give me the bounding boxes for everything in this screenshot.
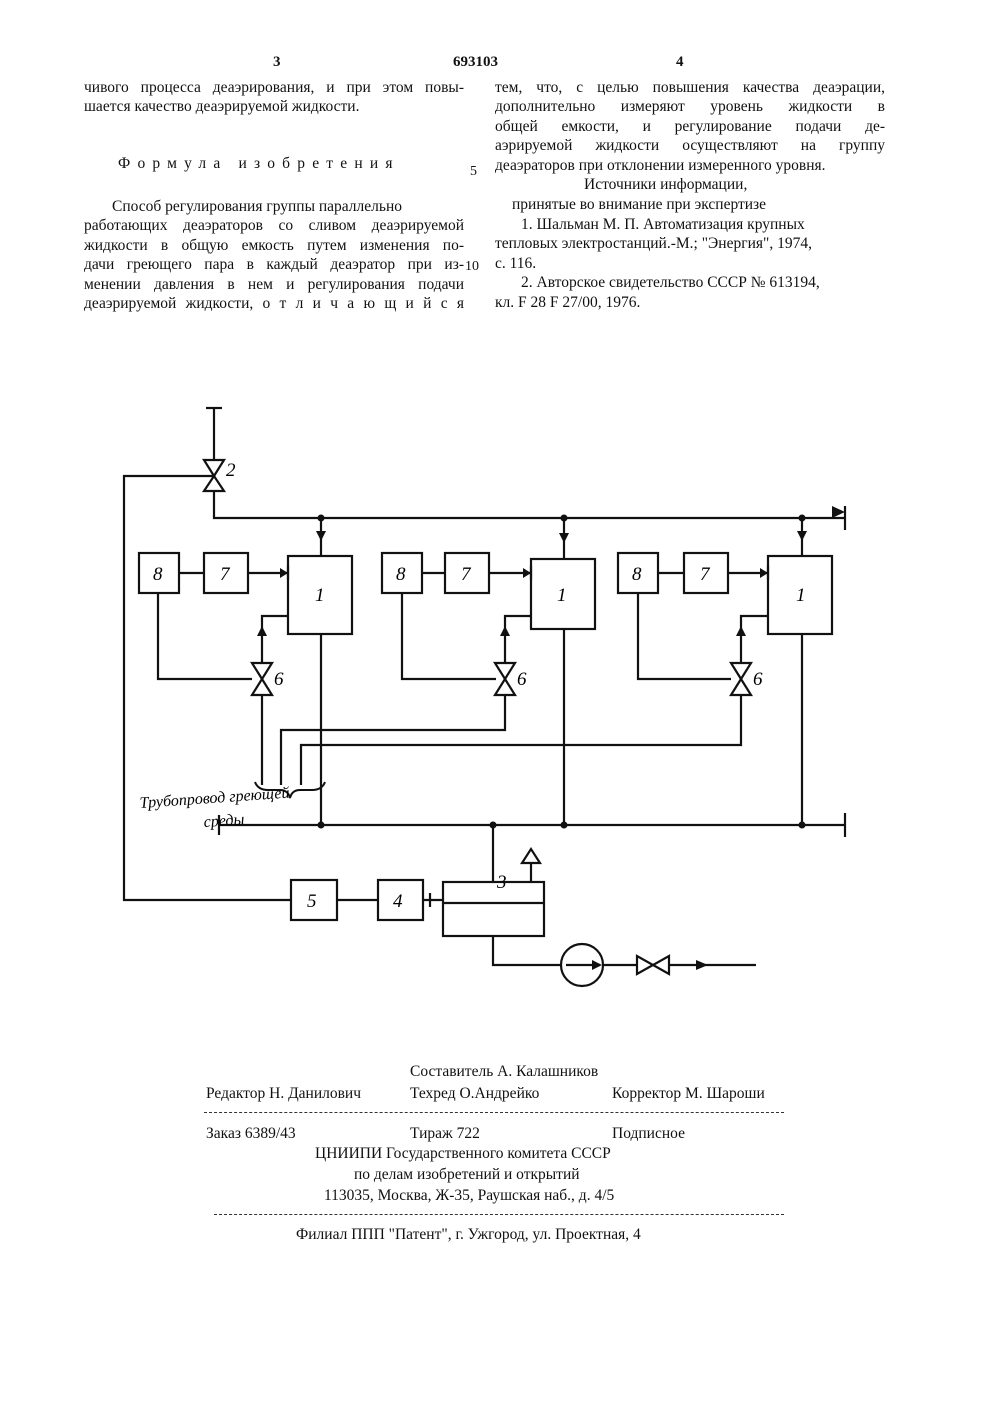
imprint-techred: Техред О.Андрейко	[410, 1085, 539, 1103]
diagram-label-block-5: 5	[307, 891, 317, 912]
imprint-print-run: Тираж 722	[410, 1125, 480, 1143]
pipe-caption: Трубопровод греющей	[139, 785, 290, 812]
diagram-label-valve-2: 2	[226, 460, 236, 481]
diagram-label-deaerator: 1	[796, 585, 806, 606]
imprint-editor: Редактор Н. Данилович	[206, 1085, 361, 1103]
diagram-label-valve-6: 6	[517, 669, 527, 690]
imprint-org: по делам изобретений и открытий	[354, 1166, 580, 1184]
imprint-order: Заказ 6389/43	[206, 1125, 296, 1143]
diagram-label-valve-6: 6	[274, 669, 284, 690]
diagram-label-tank: 3	[496, 872, 507, 893]
imprint-divider	[204, 1112, 784, 1113]
diagram-label-block-8: 8	[153, 564, 163, 585]
imprint-subscription: Подписное	[612, 1125, 685, 1143]
imprint-address: 113035, Москва, Ж-35, Раушская наб., д. …	[324, 1187, 614, 1205]
imprint-corrector: Корректор М. Шароши	[612, 1085, 765, 1103]
diagram-label-deaerator: 1	[315, 585, 325, 606]
diagram-label-block-7: 7	[700, 564, 711, 585]
diagram-label-block-4: 4	[393, 891, 403, 912]
diagram-label-block-8: 8	[396, 564, 406, 585]
diagram-label-block-7: 7	[220, 564, 231, 585]
imprint-branch: Филиал ППП "Патент", г. Ужгород, ул. Про…	[296, 1226, 641, 1244]
diagram-label-deaerator: 1	[557, 585, 567, 606]
imprint-org: ЦНИИПИ Государственного комитета СССР	[315, 1145, 611, 1163]
pipe-caption: среды	[203, 811, 245, 831]
imprint-compiler: Составитель А. Калашников	[410, 1063, 598, 1081]
imprint-divider	[214, 1214, 784, 1215]
diagram-label-block-8: 8	[632, 564, 642, 585]
diagram-label-block-7: 7	[461, 564, 472, 585]
diagram-label-valve-6: 6	[753, 669, 763, 690]
